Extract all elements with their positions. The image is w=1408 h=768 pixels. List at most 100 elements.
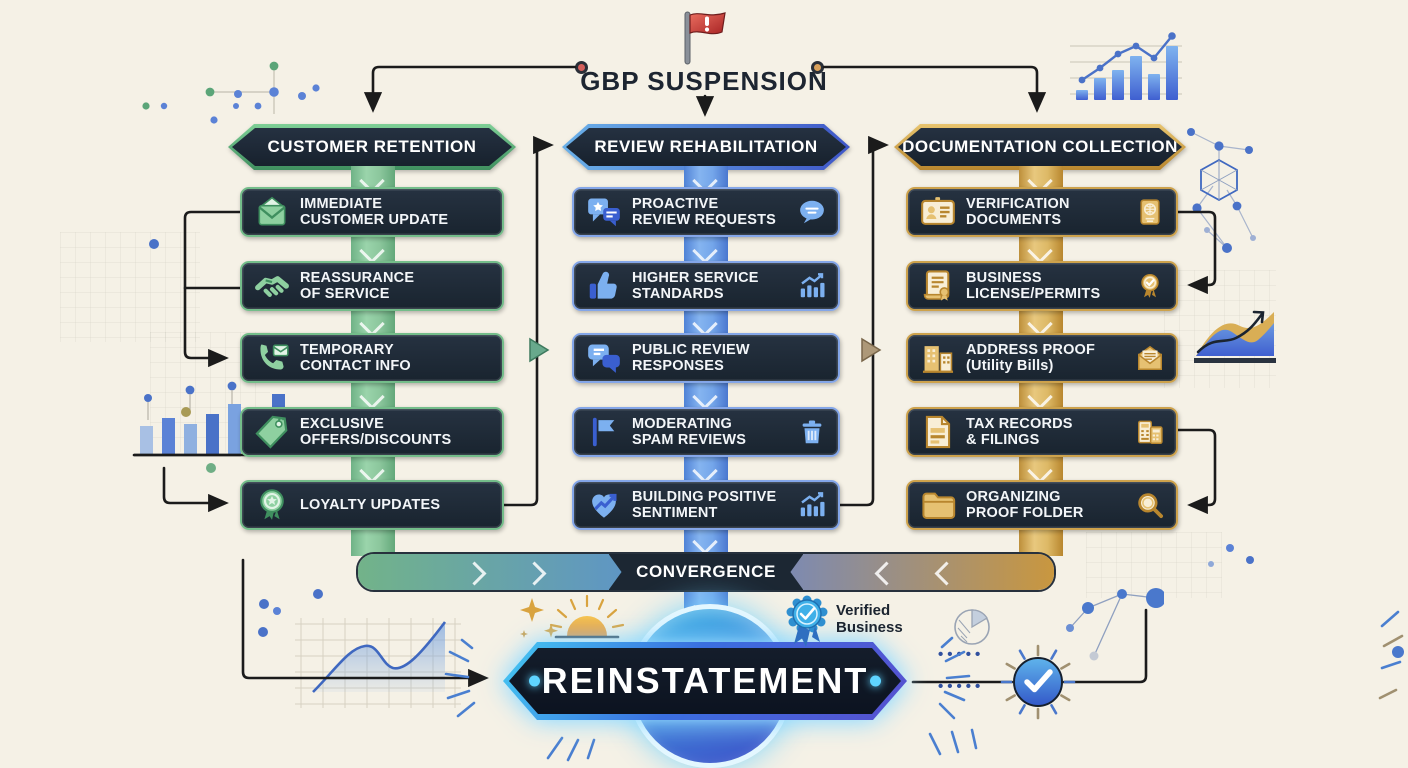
open-envelope-icon [258, 196, 286, 226]
check-circle-icon [1000, 644, 1076, 720]
price-tag-icon [255, 415, 288, 449]
bar-line-chart-doodle [1070, 32, 1182, 100]
growth-bars-icon [800, 273, 825, 298]
growth-bars-icon [800, 492, 825, 517]
deco-dot [259, 599, 269, 609]
heart-trend-icon [592, 493, 617, 518]
reinstatement-banner: REINSTATEMENT [503, 642, 907, 720]
deco-dot [1226, 544, 1234, 552]
header-label: CUSTOMER RETENTION [232, 128, 512, 166]
deco-dot [149, 239, 159, 249]
verified-line1: Verified [836, 602, 891, 619]
step-tax-records-filings: TAX RECORDS& FILINGS [906, 407, 1178, 457]
step-label-line1: PUBLIC REVIEW [632, 341, 750, 358]
step-label-line1: PROACTIVE [632, 195, 719, 212]
growth-bars-icon-wrap [797, 490, 827, 520]
convergence-band: CONVERGENCE [356, 552, 1056, 592]
chat-bubbles-icon [588, 344, 620, 373]
thumbs-up-icon [589, 271, 617, 299]
step-label-line2: CONTACT INFO [300, 358, 411, 374]
step-label-line1: BUILDING POSITIVE [632, 488, 777, 505]
sparkles-icon [520, 598, 558, 638]
area-chart-doodle [295, 618, 461, 708]
tax-document-icon [925, 415, 951, 449]
rosette-check-icon-wrap [1135, 271, 1165, 301]
red-alert-flag-icon [684, 11, 726, 65]
step-label-line2: REVIEW REQUESTS [632, 212, 776, 228]
step-label: ADDRESS PROOF(Utility Bills) [966, 342, 1095, 374]
trash-icon [802, 420, 822, 444]
flag-marker-icon [592, 417, 615, 447]
deco-dot [313, 589, 323, 599]
step-address-proof-utility-bills: ADDRESS PROOF(Utility Bills) [906, 333, 1178, 383]
star-review-bubble-icon [588, 198, 620, 227]
magnifier-icon [1138, 493, 1163, 518]
magnifier-icon-wrap [1135, 490, 1165, 520]
column-header-documentation-collection: DOCUMENTATION COLLECTION [894, 124, 1186, 170]
step-label-line1: ADDRESS PROOF [966, 341, 1096, 358]
ray-doodle-right [938, 636, 971, 720]
convergence-center [609, 554, 804, 590]
step-label-line1: REASSURANCE [300, 269, 415, 286]
deco-dot [206, 463, 216, 473]
open-mail-icon [1138, 345, 1162, 370]
step-label-line1: BUSINESS [966, 269, 1042, 286]
buildings-icon [922, 346, 954, 373]
deco-dot [181, 407, 191, 417]
deco-dot [1246, 556, 1254, 564]
certificate-icon [923, 270, 950, 301]
step-label-line1: LOYALTY UPDATES [300, 496, 441, 513]
step-label-line1: IMMEDIATE [300, 195, 383, 212]
step-label-line1: MODERATING [632, 415, 733, 432]
banner-dot-left [529, 675, 540, 687]
network-nodes-bottom-doodle [1066, 588, 1164, 661]
step-label-line2: (Utility Bills) [966, 358, 1054, 374]
passport-icon [1140, 199, 1160, 225]
step-label-line1: HIGHER SERVICE [632, 269, 759, 286]
column-header-review-rehabilitation: REVIEW REHABILITATION [562, 124, 850, 170]
phone-envelope-icon [260, 344, 289, 370]
step-label-line2: LICENSE/PERMITS [966, 286, 1101, 302]
start-dot-left [575, 61, 588, 74]
page-title: GBP SUSPENSION [580, 66, 828, 96]
step-label-line2: OFFERS/DISCOUNTS [300, 432, 452, 448]
flow-arrow-tan [861, 337, 882, 363]
header-label: DOCUMENTATION COLLECTION [898, 128, 1182, 166]
step-label-line2: CUSTOMER UPDATE [300, 212, 449, 228]
folder-icon [922, 492, 956, 520]
step-label-line2: SPAM REVIEWS [632, 432, 747, 448]
deco-dot [1392, 646, 1404, 658]
sun-icon [549, 594, 625, 639]
header-label: REVIEW REHABILITATION [566, 128, 846, 166]
ray-doodle-bottom-right [928, 728, 978, 756]
deco-dot [273, 607, 281, 615]
column-header-customer-retention: CUSTOMER RETENTION [228, 124, 516, 170]
step-label-line1: EXCLUSIVE [300, 415, 384, 432]
convergence-label: CONVERGENCE [636, 562, 776, 581]
flow-arrow-green [529, 337, 550, 363]
banner-dot-right [870, 675, 881, 687]
handshake-icon [255, 276, 289, 297]
rosette-check-icon [1141, 273, 1159, 298]
id-card-icon [921, 197, 955, 225]
deco-dot [1208, 561, 1214, 567]
